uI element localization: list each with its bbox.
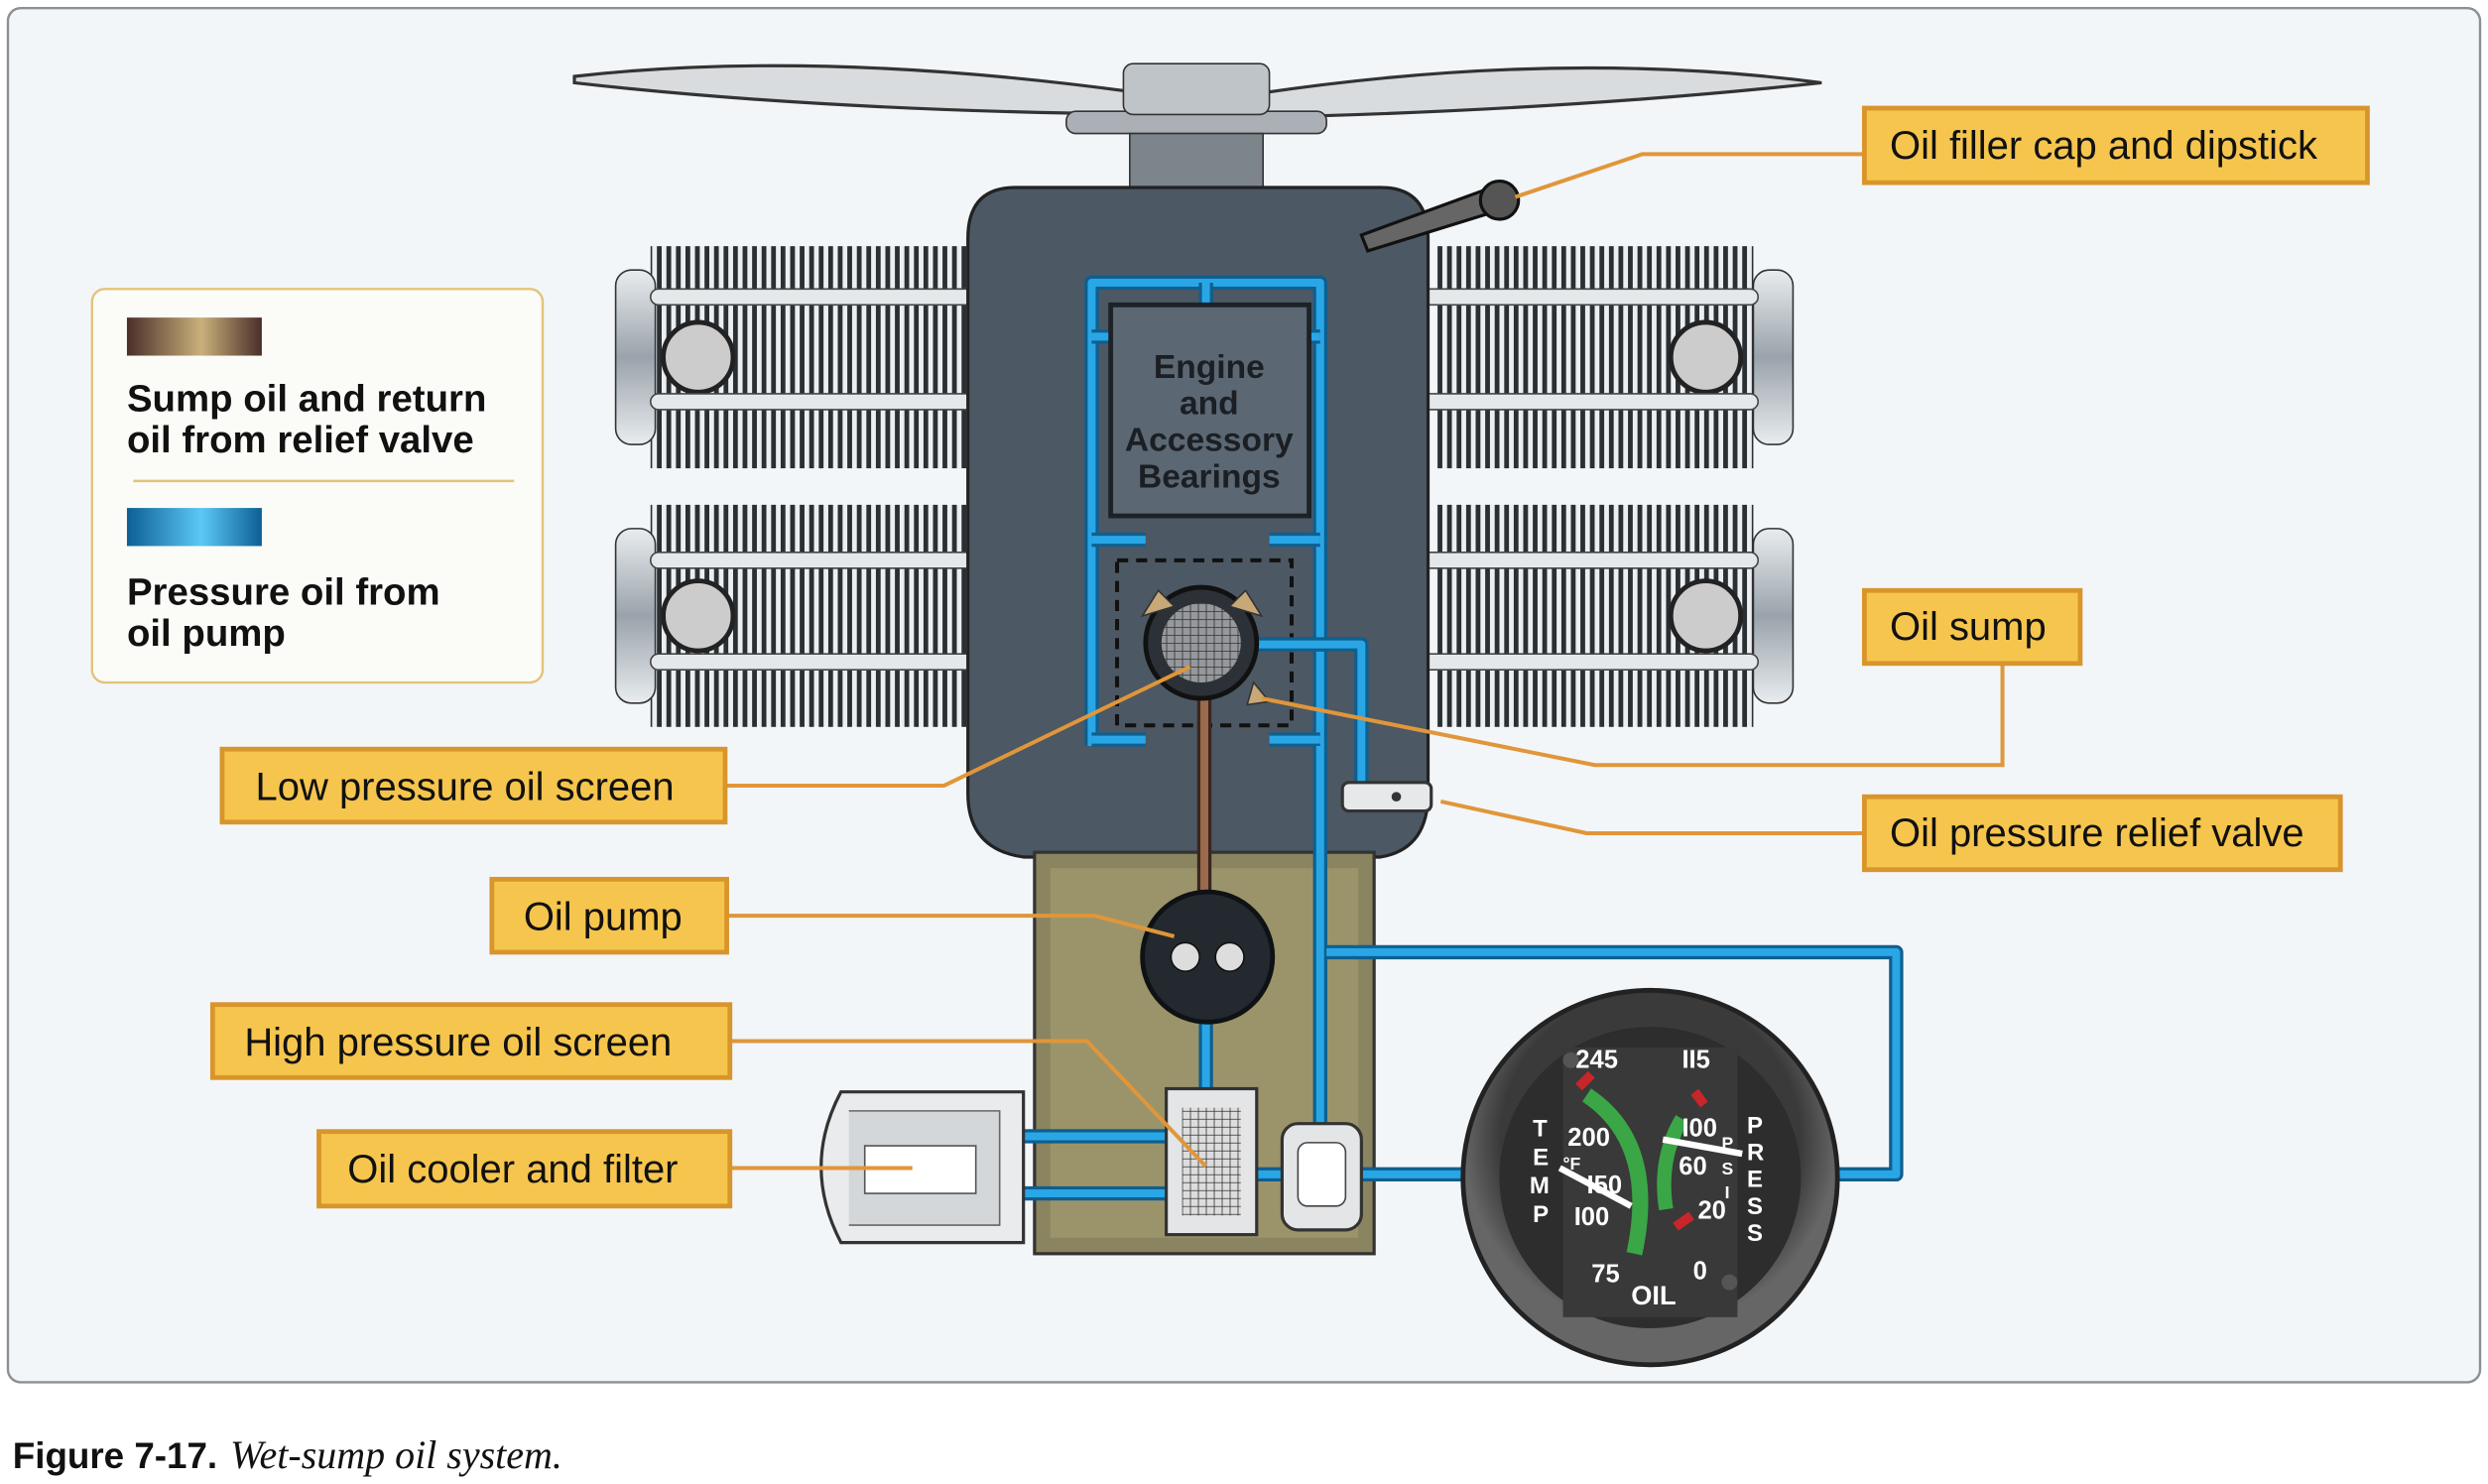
svg-text:P: P <box>1721 1133 1733 1153</box>
svg-text:High pressure oil screen: High pressure oil screen <box>244 1021 672 1064</box>
svg-text:E: E <box>1533 1144 1549 1171</box>
bearings-label-2: and <box>1180 386 1239 423</box>
propeller <box>572 62 1822 188</box>
svg-text:S: S <box>1747 1220 1763 1247</box>
gauge-psi-label: P S I <box>1721 1133 1733 1202</box>
svg-text:P: P <box>1747 1112 1763 1139</box>
unit-fahrenheit: °F <box>1562 1154 1580 1174</box>
press-tick-0: 0 <box>1693 1257 1707 1285</box>
svg-text:S: S <box>1747 1193 1763 1220</box>
figure-caption: Figure 7-17. Wet-sump oil system. <box>13 1432 562 1477</box>
bearings-label-3: Accessory <box>1125 422 1294 458</box>
pressure-valve-housing <box>1280 1122 1363 1232</box>
temp-tick-150: I50 <box>1586 1172 1622 1199</box>
svg-text:Oil pressure relief valve: Oil pressure relief valve <box>1890 811 2304 855</box>
cylinder-right-top <box>1360 246 1795 469</box>
press-tick-60: 60 <box>1679 1153 1706 1180</box>
callout-oil-pump: Oil pump <box>489 876 729 955</box>
temp-tick-75: 75 <box>1591 1261 1619 1289</box>
oil-pump <box>1140 889 1276 1025</box>
svg-text:Oil pump: Oil pump <box>524 896 683 939</box>
legend-swatch-sump-oil <box>126 317 262 356</box>
legend-label-sump-oil-2: oil from relief valve <box>127 419 474 461</box>
press-tick-20: 20 <box>1697 1197 1725 1225</box>
oil-pressure-relief-valve <box>1340 781 1433 813</box>
cylinder-left-top <box>614 246 1049 469</box>
svg-text:R: R <box>1747 1139 1764 1166</box>
callout-high-pressure-oil-screen: High pressure oil screen <box>209 1002 733 1080</box>
svg-text:M: M <box>1530 1173 1550 1199</box>
callout-low-pressure-oil-screen: Low pressure oil screen <box>219 746 728 825</box>
callout-oil-filler-cap: Oil filler cap and dipstick <box>1862 105 2370 186</box>
svg-text:I: I <box>1725 1182 1730 1202</box>
gauge-press-label: P R E S S <box>1747 1112 1764 1247</box>
temp-tick-200: 200 <box>1567 1124 1610 1152</box>
oil-temp-pressure-gauge: 245 200 I50 I00 75 °F II5 I00 60 20 0 OI… <box>1460 987 1840 1368</box>
gauge-oil-label: OIL <box>1631 1280 1676 1310</box>
cylinders <box>614 246 1795 727</box>
legend-label-pressure-oil-2: oil pump <box>127 612 286 655</box>
svg-text:Oil sump: Oil sump <box>1890 605 2047 649</box>
gauge-temp-label: T E M P <box>1530 1115 1550 1227</box>
oil-filler-cap-dipstick <box>1359 179 1521 253</box>
cylinder-right-bottom <box>1360 504 1795 727</box>
figure-title: Wet-sump oil system. <box>230 1432 562 1477</box>
leader-lines <box>724 152 2005 1171</box>
svg-text:Low pressure oil screen: Low pressure oil screen <box>256 765 675 808</box>
svg-text:Oil filler cap and dipstick: Oil filler cap and dipstick <box>1890 124 2318 168</box>
svg-text:Oil cooler and filter: Oil cooler and filter <box>347 1148 678 1191</box>
temp-tick-100: I00 <box>1574 1203 1610 1231</box>
legend-label-pressure-oil-1: Pressure oil from <box>127 571 440 614</box>
callout-oil-sump: Oil sump <box>1862 587 2083 667</box>
legend: Sump oil and return oil from relief valv… <box>90 288 545 684</box>
svg-text:T: T <box>1533 1115 1548 1142</box>
engine-accessory-bearings-box <box>1108 302 1311 519</box>
callout-oil-pressure-relief-valve: Oil pressure relief valve <box>1862 794 2343 873</box>
svg-text:P: P <box>1533 1201 1549 1228</box>
cylinder-left-bottom <box>614 504 1049 727</box>
low-pressure-oil-screen <box>1140 584 1272 706</box>
temp-tick-245: 245 <box>1575 1047 1618 1074</box>
bearings-label-4: Bearings <box>1138 458 1281 495</box>
svg-text:E: E <box>1747 1167 1763 1193</box>
press-tick-115: II5 <box>1681 1047 1709 1074</box>
legend-swatch-pressure-oil <box>126 508 262 547</box>
bearings-label-1: Engine <box>1154 349 1265 386</box>
figure-number: Figure 7-17. <box>13 1435 217 1476</box>
high-pressure-oil-screen <box>1165 1086 1259 1237</box>
svg-text:S: S <box>1721 1159 1733 1178</box>
legend-label-sump-oil-1: Sump oil and return <box>127 378 486 421</box>
press-tick-100: I00 <box>1681 1114 1717 1142</box>
callout-oil-cooler-and-filter: Oil cooler and filter <box>316 1129 733 1209</box>
pressure-oil-lines <box>1023 637 1904 1201</box>
oil-cooler-and-filter <box>819 1090 1026 1245</box>
